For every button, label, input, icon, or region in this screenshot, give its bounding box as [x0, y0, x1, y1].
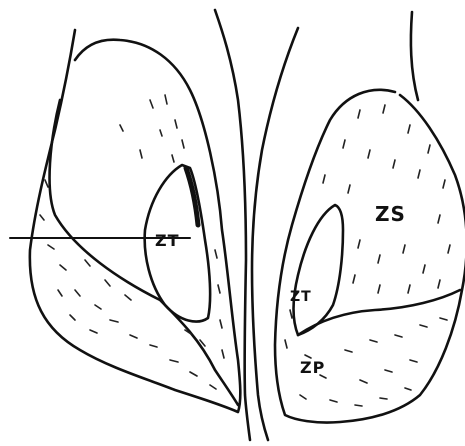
right-zp-boundary	[298, 290, 460, 335]
right-zs-label: ZS	[375, 202, 406, 226]
urethra-left-line	[215, 10, 250, 440]
urethra-right-line	[252, 28, 298, 440]
left-lobe-stipple	[40, 95, 224, 389]
left-lobe-outline	[30, 30, 240, 412]
right-zp-label: ZP	[300, 358, 325, 377]
right-zt-oval	[294, 205, 344, 335]
right-zt-label: ZT	[290, 289, 312, 305]
right-tail-line	[411, 12, 418, 100]
left-zt-label: ZT	[155, 231, 180, 250]
